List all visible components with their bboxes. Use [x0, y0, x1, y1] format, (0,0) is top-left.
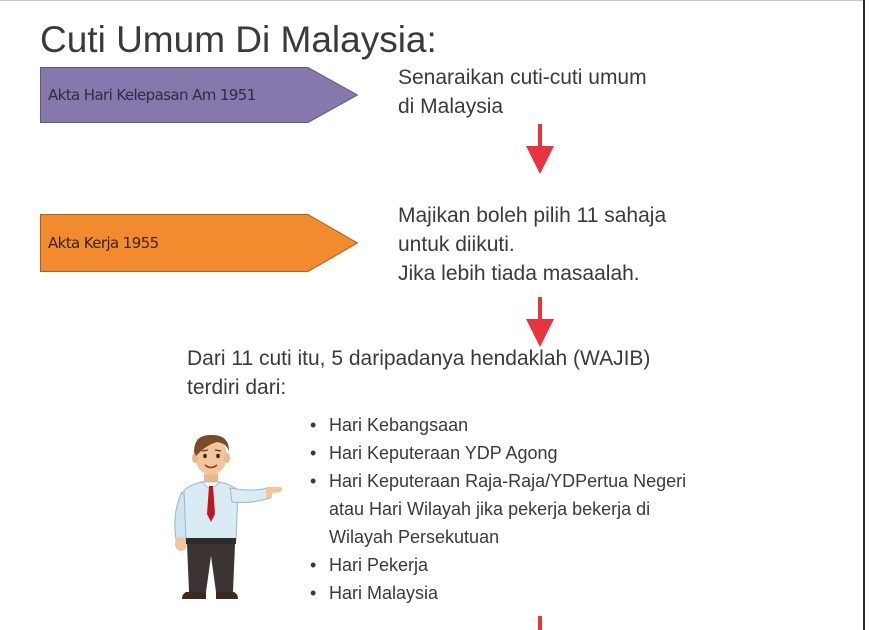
tag-shape [40, 214, 358, 272]
page-title: Cuti Umum Di Malaysia: [40, 19, 437, 60]
tag-label: Akta Kerja 1955 [48, 234, 159, 252]
frame-top-border [0, 0, 865, 1]
text-line: di Malaysia [398, 95, 504, 118]
down-arrow-icon [526, 616, 554, 630]
wajib-intro-text: Dari 11 cuti itu, 5 daripadanya hendakla… [187, 344, 650, 402]
tag-akta-hari-kelepasan: Akta Hari Kelepasan Am 1951 [40, 67, 358, 123]
tag-shape [40, 67, 358, 123]
pointing-man-illustration [168, 432, 288, 602]
tag-akta-kerja: Akta Kerja 1955 [40, 214, 358, 272]
step-1-text: Senaraikan cuti-cuti umum di Malaysia [398, 63, 647, 121]
list-item: Hari Pekerja [310, 551, 686, 579]
list-item: Hari Keputeraan YDP Agong [310, 439, 686, 467]
text-line: untuk diikuti. [398, 233, 515, 256]
list-item: Hari Malaysia [310, 579, 686, 607]
text-line: Dari 11 cuti itu, 5 daripadanya hendakla… [187, 347, 651, 370]
down-arrow-icon [526, 124, 554, 174]
list-item: Hari Kebangsaan [310, 411, 686, 439]
down-arrow-icon [526, 297, 554, 347]
tag-label: Akta Hari Kelepasan Am 1951 [48, 86, 256, 104]
text-line: Jika lebih tiada masaalah. [398, 262, 640, 285]
text-line: Senaraikan cuti-cuti umum [398, 66, 647, 89]
wajib-holiday-list: Hari Kebangsaan Hari Keputeraan YDP Agon… [310, 411, 686, 607]
frame-right-border [863, 0, 865, 630]
list-item: Hari Keputeraan Raja-Raja/YDPertua Neger… [310, 467, 686, 551]
text-line: Majikan boleh pilih 11 sahaja [398, 204, 667, 227]
text-line: terdiri dari: [187, 376, 287, 399]
step-2-text: Majikan boleh pilih 11 sahaja untuk diik… [398, 201, 666, 288]
